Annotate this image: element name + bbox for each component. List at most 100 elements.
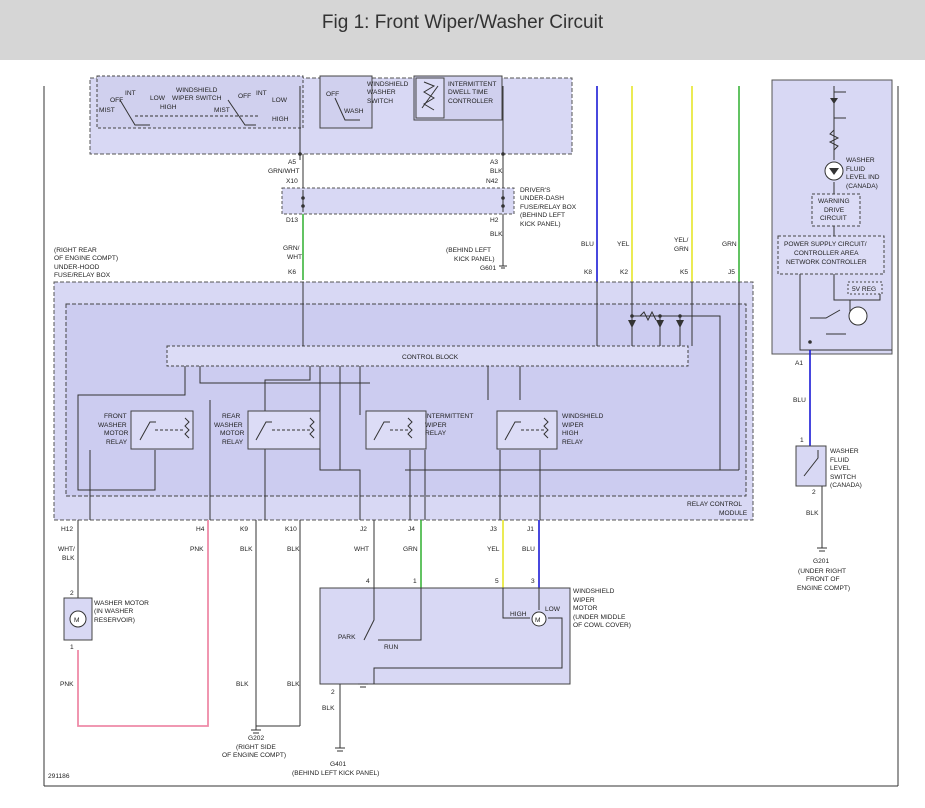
pin-k10: K10 — [285, 526, 297, 533]
bottom-wire-yel: YEL — [487, 546, 500, 553]
level-switch-line3: LEVEL — [830, 465, 851, 472]
bottom-wire-wht: WHT — [354, 546, 369, 553]
switch-mist-label: MIST — [99, 107, 115, 114]
g601-id: G601 — [480, 265, 496, 272]
int-relay-line3: RELAY — [425, 430, 447, 437]
dwell-line2: DWELL TIME — [448, 89, 489, 96]
underhood-line2: OF ENGINE COMPT) — [54, 255, 118, 262]
mid-wire-grn2: WHT — [287, 254, 302, 261]
switch-off2-label: OFF — [238, 93, 251, 100]
g201-id: G201 — [813, 558, 829, 565]
washer-motor-pin1: 1 — [70, 644, 74, 651]
warn-line1: WARNING — [818, 198, 850, 205]
pin-d13: D13 — [286, 217, 298, 224]
washer-switch-line2: WASHER — [367, 89, 396, 96]
mid-wire-grn1: GRN/ — [283, 245, 300, 252]
fluid-ind-line3: LEVEL IND — [846, 174, 880, 181]
top-color-wires: BLU YEL YEL/ GRN GRN K8 K2 K5 J5 — [581, 86, 740, 282]
ground-blk1: BLK — [236, 681, 249, 688]
bottom-wire-whtblk1: WHT/ — [58, 546, 75, 553]
underhood-line1: (RIGHT REAR — [54, 247, 97, 254]
bottom-wire-pnk: PNK — [190, 546, 204, 553]
washer-motor-pin2: 2 — [70, 590, 74, 597]
level-switch-blk: BLK — [806, 510, 819, 517]
rear-relay-line3: MOTOR — [220, 430, 245, 437]
fluid-ind-line1: WASHER — [846, 157, 875, 164]
underhood-line3: UNDER-HOOD — [54, 264, 100, 271]
wiper-pin2: 2 — [331, 689, 335, 696]
int-relay-line1: INTERMITTENT — [425, 413, 473, 420]
g601-line1: (BEHIND LEFT — [446, 247, 491, 254]
drivers-box-line2: UNDER-DASH — [520, 195, 564, 202]
wiper-motor-line2: WIPER — [573, 597, 595, 604]
wiper-pin1: 1 — [413, 578, 417, 585]
diagram-frame — [43, 86, 899, 787]
mid-wire-yelgrn1: YEL/ — [674, 237, 688, 244]
g401-line1: (BEHIND LEFT KICK PANEL) — [292, 770, 379, 777]
g202-id: G202 — [248, 735, 264, 742]
header-bar: Fig 1: Front Wiper/Washer Circuit — [0, 0, 925, 60]
g201-line3: ENGINE COMPT) — [797, 585, 850, 592]
level-switch-line4: SWITCH — [830, 474, 856, 481]
pin-k5: K5 — [680, 269, 688, 276]
mid-wire-yel: YEL — [617, 241, 630, 248]
switch-int-label: INT — [125, 90, 136, 97]
switch-off-label: OFF — [110, 97, 123, 104]
pin-h2: H2 — [490, 217, 499, 224]
mid-wire-grn: GRN — [722, 241, 737, 248]
pin-j2: J2 — [360, 526, 367, 533]
level-switch-line2: FLUID — [830, 457, 849, 464]
g201-line1: (UNDER RIGHT — [798, 568, 846, 575]
washer-motor-line1: WASHER MOTOR — [94, 600, 149, 607]
pin-j1: J1 — [527, 526, 534, 533]
psu-line3: NETWORK CONTROLLER — [786, 259, 867, 266]
high-relay-line1: WINDSHIELD — [562, 413, 604, 420]
ground-blk3: BLK — [322, 705, 335, 712]
wiper-switch-panel: INT OFF LOW MIST HIGH WINDSHIELD WIPER S… — [89, 75, 573, 160]
dwell-line3: CONTROLLER — [448, 98, 493, 105]
bottom-wire-blu: BLU — [522, 546, 535, 553]
wiper-high: HIGH — [510, 611, 527, 618]
washer-motor-line3: RESERVOIR) — [94, 617, 135, 624]
wiper-pin5: 5 — [495, 578, 499, 585]
dwell-line1: INTERMITTENT — [448, 81, 496, 88]
wiper-run: RUN — [384, 644, 399, 651]
wiper-pin3: 3 — [531, 578, 535, 585]
right-wire-blu: BLU — [793, 397, 806, 404]
warn-line3: CIRCUIT — [820, 215, 847, 222]
wiper-motor-line1: WINDSHIELD — [573, 588, 615, 595]
mid-wire-yelgrn2: GRN — [674, 246, 689, 253]
washer-motor: M 2 1 WASHER MOTOR (IN WASHER RESERVOIR)… — [60, 590, 149, 688]
wiper-low: LOW — [545, 606, 561, 613]
high-relay-line3: HIGH — [562, 430, 579, 437]
level-switch-line5: (CANADA) — [830, 482, 862, 489]
front-relay-line3: MOTOR — [104, 430, 129, 437]
pin-a3: A3 — [490, 159, 498, 166]
level-switch-pin1: 1 — [800, 437, 804, 444]
g202-line1: (RIGHT SIDE — [236, 744, 276, 751]
figure-id: 291186 — [48, 773, 70, 780]
bottom-wire-blk1: BLK — [240, 546, 253, 553]
int-relay-line2: WIPER — [425, 422, 447, 429]
control-block-label: CONTROL BLOCK — [402, 354, 459, 361]
psu-line1: POWER SUPPLY CIRCUIT/ — [784, 241, 867, 248]
g201-line2: FRONT OF — [806, 576, 840, 583]
grounds: BLK BLK BLK G202 (RIGHT SIDE OF ENGINE C… — [222, 681, 379, 777]
drivers-box-line1: DRIVER'S — [520, 187, 551, 194]
right-panel: WASHER FLUID LEVEL IND (CANADA) WARNING … — [771, 79, 893, 446]
washer-motor-pnk: PNK — [60, 681, 74, 688]
washer-switch-line1: WINDSHIELD — [367, 81, 409, 88]
wiper-park: PARK — [338, 634, 356, 641]
switch-high-label: HIGH — [160, 104, 177, 111]
pin-k8: K8 — [584, 269, 592, 276]
warn-line2: DRIVE — [824, 207, 845, 214]
switch-low-label: LOW — [150, 95, 166, 102]
ground-blk2: BLK — [287, 681, 300, 688]
drivers-box-line3: FUSE/RELAY BOX — [520, 204, 577, 211]
drivers-box-line5: KICK PANEL) — [520, 221, 561, 228]
module-label-2: MODULE — [719, 510, 748, 517]
switch-high2-label: HIGH — [272, 116, 289, 123]
bottom-wires — [77, 520, 540, 748]
reg-label: 5V REG — [852, 286, 876, 293]
wiper-pin4: 4 — [366, 578, 370, 585]
